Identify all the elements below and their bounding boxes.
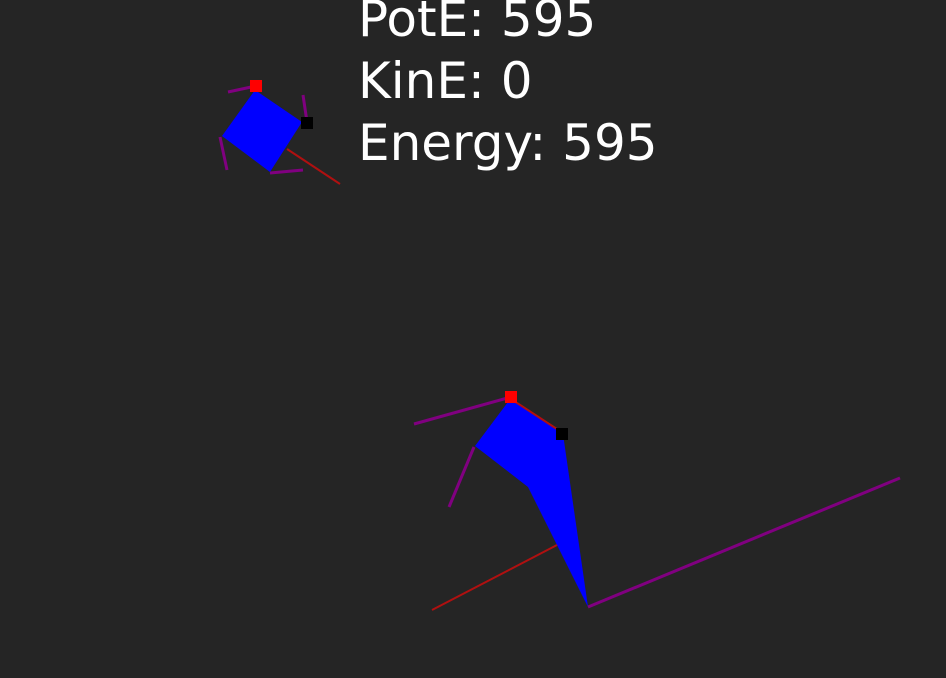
kine-value: 0 [500, 52, 533, 110]
marker-red [250, 80, 262, 92]
pote-value: 595 [500, 0, 597, 48]
edge-vector [447, 446, 476, 508]
kine-label: KinE: [358, 52, 485, 110]
energy-readout: PotE: 595 KinE: 0 Energy: 595 [358, 0, 658, 174]
rigid-body-large [413, 391, 901, 611]
pote-label: PotE: [358, 0, 486, 48]
force-vector [286, 148, 341, 185]
marker-red [505, 391, 517, 403]
rigid-body-small [218, 80, 341, 185]
energy-value: 595 [562, 114, 658, 172]
marker-black [556, 428, 568, 440]
marker-black [301, 117, 313, 129]
edge-vector [218, 136, 229, 171]
edge-vector [269, 168, 304, 175]
force-vector [510, 398, 564, 434]
edge-vector [413, 395, 512, 426]
body-polygon [475, 398, 588, 607]
force-vector [431, 544, 558, 611]
total-energy-row: Energy: 595 [358, 112, 658, 174]
body-polygon [222, 90, 302, 172]
edge-vector [587, 476, 901, 609]
kinetic-energy-row: KinE: 0 [358, 50, 658, 112]
energy-label: Energy: [358, 114, 547, 172]
potential-energy-row: PotE: 595 [358, 0, 658, 50]
